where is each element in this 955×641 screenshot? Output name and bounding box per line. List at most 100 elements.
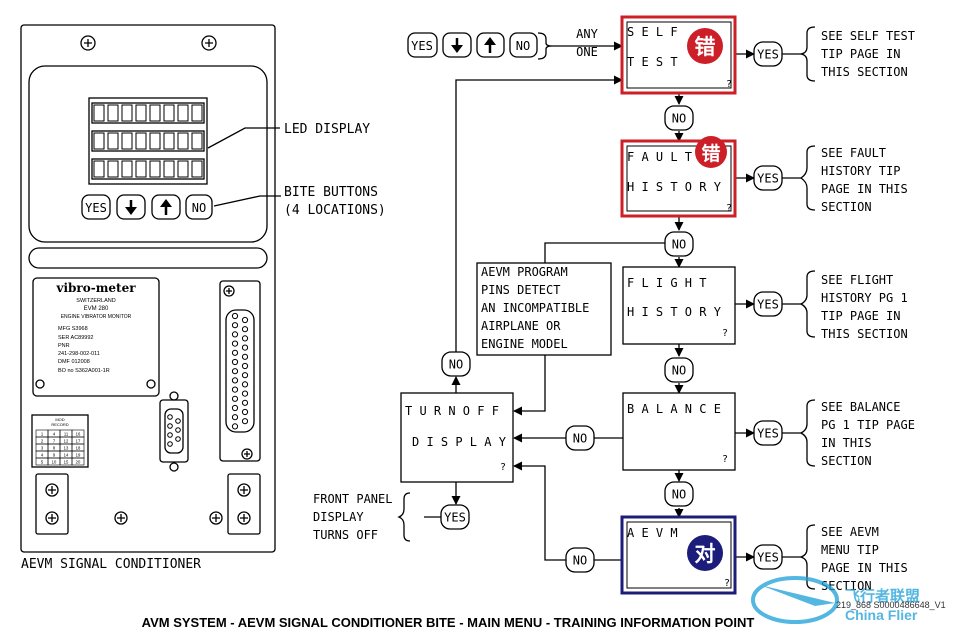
svg-text:YES: YES — [757, 551, 779, 565]
panel-yes-button[interactable]: YES — [81, 194, 111, 220]
connector-pin — [241, 381, 249, 388]
led-digit — [177, 160, 189, 178]
small-connector-pins — [167, 414, 181, 447]
aevm-box: A E V M ? 对 — [620, 515, 737, 595]
top-up-button[interactable] — [476, 32, 505, 58]
connector-pin — [231, 404, 239, 412]
balance-box: B A L A N C E ? — [622, 392, 736, 471]
front-panel-note-2: DISPLAY — [313, 510, 364, 524]
panel-caption: AEVM SIGNAL CONDITIONER — [21, 557, 201, 572]
led-digit — [177, 132, 189, 150]
svg-text:?: ? — [726, 79, 732, 90]
small-connector-icon — [159, 399, 189, 463]
yes-bubble: YES — [753, 165, 783, 191]
svg-text:BO no S362A001-1R: BO no S362A001-1R — [58, 368, 110, 374]
panel-up-button[interactable] — [151, 194, 181, 220]
front-panel-note-3: TURNS OFF — [313, 528, 378, 542]
top-down-button[interactable] — [442, 32, 472, 58]
svg-text:ENGINE VIBRATOR MONITOR: ENGINE VIBRATOR MONITOR — [61, 314, 132, 320]
yes-bubble: YES — [753, 41, 783, 67]
led-digit — [191, 160, 203, 178]
led-digit — [149, 104, 161, 122]
mod-record-cell: 15 — [64, 460, 69, 465]
connector-pin — [231, 358, 239, 366]
led-digit — [107, 160, 119, 178]
svg-text:T U R N O F F: T U R N O F F — [405, 404, 499, 418]
svg-text:NO: NO — [672, 364, 686, 378]
no-bubble: NO — [565, 547, 595, 573]
mod-record-cell: 3 — [41, 446, 44, 451]
svg-text:MFG S3968: MFG S3968 — [58, 326, 88, 332]
svg-text:D I S P L A Y: D I S P L A Y — [412, 435, 507, 449]
see-fault-note: HISTORY TIP — [821, 164, 900, 178]
led-digit — [149, 160, 161, 178]
fault-history-box: F A U L T H I S T O R Y ? 错 — [620, 136, 737, 218]
front-panel-note: FRONT PANEL — [313, 492, 392, 506]
connector-pin — [241, 418, 249, 425]
svg-text:?: ? — [722, 328, 728, 339]
connector-pin — [231, 414, 239, 421]
connector-pin — [231, 368, 239, 375]
svg-text:SWITZERLAND: SWITZERLAND — [76, 298, 115, 304]
see-flight-note: SEE FLIGHT — [821, 273, 893, 287]
connector-pin — [231, 423, 239, 430]
see-balance-note: PG 1 TIP PAGE — [821, 418, 915, 432]
mod-record-cell: 8 — [53, 446, 56, 451]
top-yes-button[interactable]: YES — [407, 32, 438, 58]
connector-pin — [231, 340, 239, 347]
svg-text:?: ? — [500, 462, 506, 473]
see-aevm-note: SEE AEVM — [821, 525, 879, 539]
led-digit-cells — [93, 104, 203, 178]
connector-pin — [241, 362, 249, 370]
connector-pin — [231, 386, 239, 393]
see-balance-note: SEE BALANCE — [821, 400, 900, 414]
mod-record-cell: 16 — [76, 432, 81, 437]
led-digit — [135, 132, 147, 150]
panel-no-button[interactable]: NO — [185, 194, 213, 220]
led-display — [88, 97, 208, 185]
connector-pin — [231, 322, 239, 329]
led-digit — [121, 160, 133, 178]
mod-record-cell: 1 — [41, 432, 44, 437]
connector-pin — [231, 377, 239, 384]
led-digit — [177, 104, 189, 122]
see-balance-note: SECTION — [821, 454, 872, 468]
svg-text:NO: NO — [672, 112, 686, 126]
no-bubble: NO — [664, 481, 694, 507]
led-digit — [163, 132, 175, 150]
connector-pin — [241, 372, 249, 379]
top-no-button[interactable]: NO — [509, 32, 538, 58]
connector-pin — [241, 326, 249, 333]
screw-icon — [35, 285, 253, 525]
panel-down-button[interactable] — [116, 194, 146, 220]
connector-pin — [241, 399, 249, 406]
mod-record-cell: 14 — [64, 453, 69, 458]
svg-text:SER AC89992: SER AC89992 — [58, 335, 93, 341]
svg-text:?: ? — [722, 454, 728, 465]
svg-text:PINS DETECT: PINS DETECT — [481, 283, 560, 297]
svg-text:PNR: PNR — [58, 343, 70, 349]
svg-text:?: ? — [724, 578, 730, 589]
led-digit — [121, 104, 133, 122]
diagram-title: AVM SYSTEM - AEVM SIGNAL CONDITIONER BIT… — [142, 615, 755, 630]
svg-text:T E S T: T E S T — [627, 55, 678, 69]
connector-pin — [231, 395, 239, 402]
led-digit — [163, 160, 175, 178]
mod-record-title-2: RECORD — [51, 422, 68, 427]
connector-pin — [241, 335, 249, 342]
any-one-label-2: ONE — [576, 45, 598, 59]
see-flight-note: HISTORY PG 1 — [821, 291, 908, 305]
no-bubble: NO — [664, 105, 694, 131]
svg-text:对: 对 — [695, 542, 716, 566]
led-digit — [93, 132, 105, 150]
svg-text:NO: NO — [449, 358, 463, 372]
svg-text:YES: YES — [757, 298, 779, 312]
mod-record-cell: 2 — [41, 439, 44, 444]
svg-text:F L I G H T: F L I G H T — [627, 276, 706, 290]
svg-text:A E V M: A E V M — [627, 526, 678, 540]
svg-text:F A U L T: F A U L T — [627, 150, 692, 164]
yes-bubble: YES — [753, 544, 783, 570]
error-mark-icon — [695, 136, 727, 168]
mod-record-cell: 4 — [41, 453, 44, 458]
